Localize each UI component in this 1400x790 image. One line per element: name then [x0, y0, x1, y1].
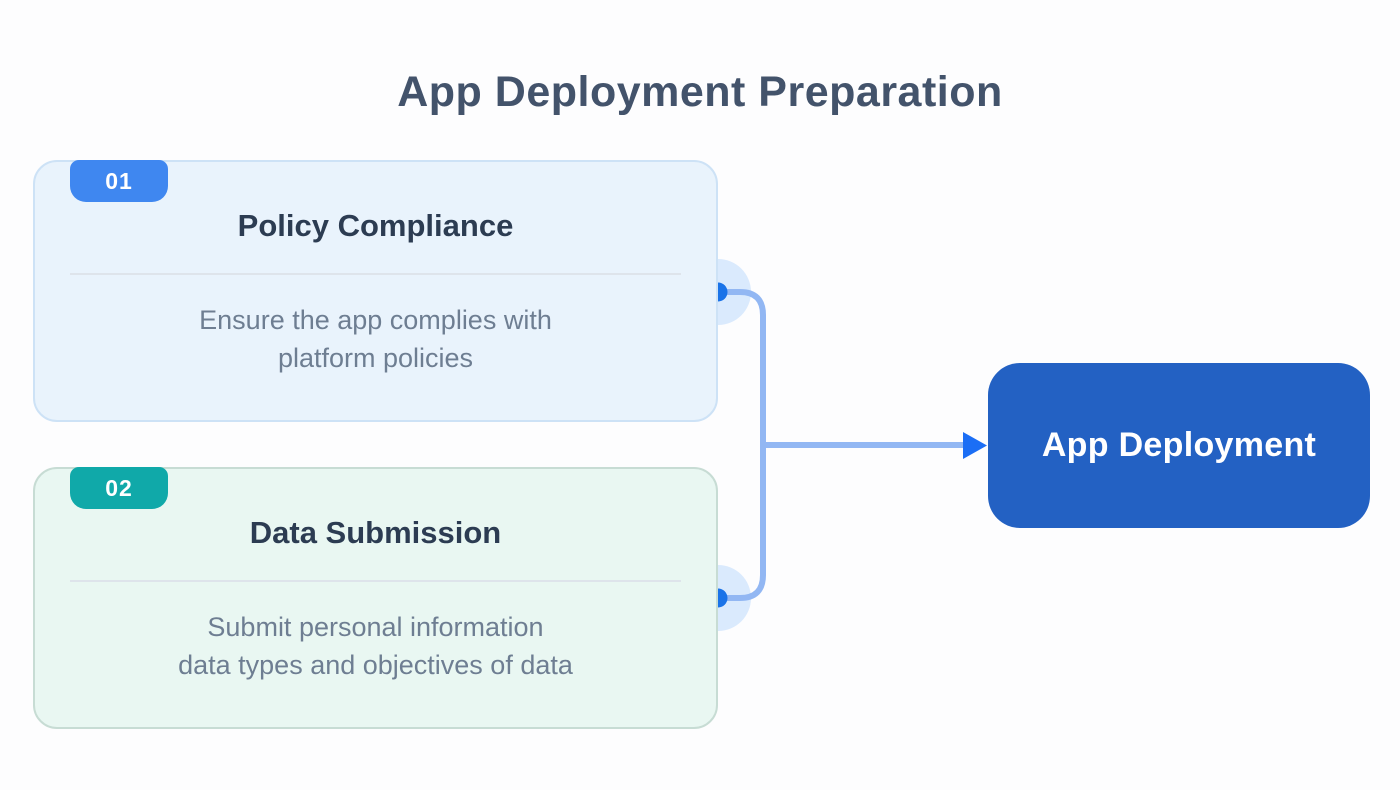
page-title: App Deployment Preparation [397, 68, 1003, 116]
result-node-app-deployment: App Deployment [988, 363, 1370, 528]
step-title: Policy Compliance [237, 208, 514, 243]
step-number-badge: 01 [70, 160, 168, 202]
result-node-label: App Deployment [1041, 426, 1317, 464]
step-description: Submit personal information data types a… [35, 608, 716, 684]
step-description-line: Ensure the app complies with [199, 305, 552, 335]
card-divider [70, 273, 681, 275]
step-description: Ensure the app complies with platform po… [35, 301, 716, 377]
step-description-line: data types and objectives of data [178, 650, 573, 680]
step-card-policy-compliance: 01 Policy Compliance Ensure the app comp… [33, 160, 718, 422]
step-description-line: platform policies [277, 343, 474, 373]
arrow-right-icon [963, 432, 987, 459]
card-divider [70, 580, 681, 582]
step-title: Data Submission [249, 515, 502, 550]
step-description-line: Submit personal information [207, 612, 544, 642]
step-number-badge: 02 [70, 467, 168, 509]
connector-branch-line [718, 289, 766, 601]
step-card-data-submission: 02 Data Submission Submit personal infor… [33, 467, 718, 729]
